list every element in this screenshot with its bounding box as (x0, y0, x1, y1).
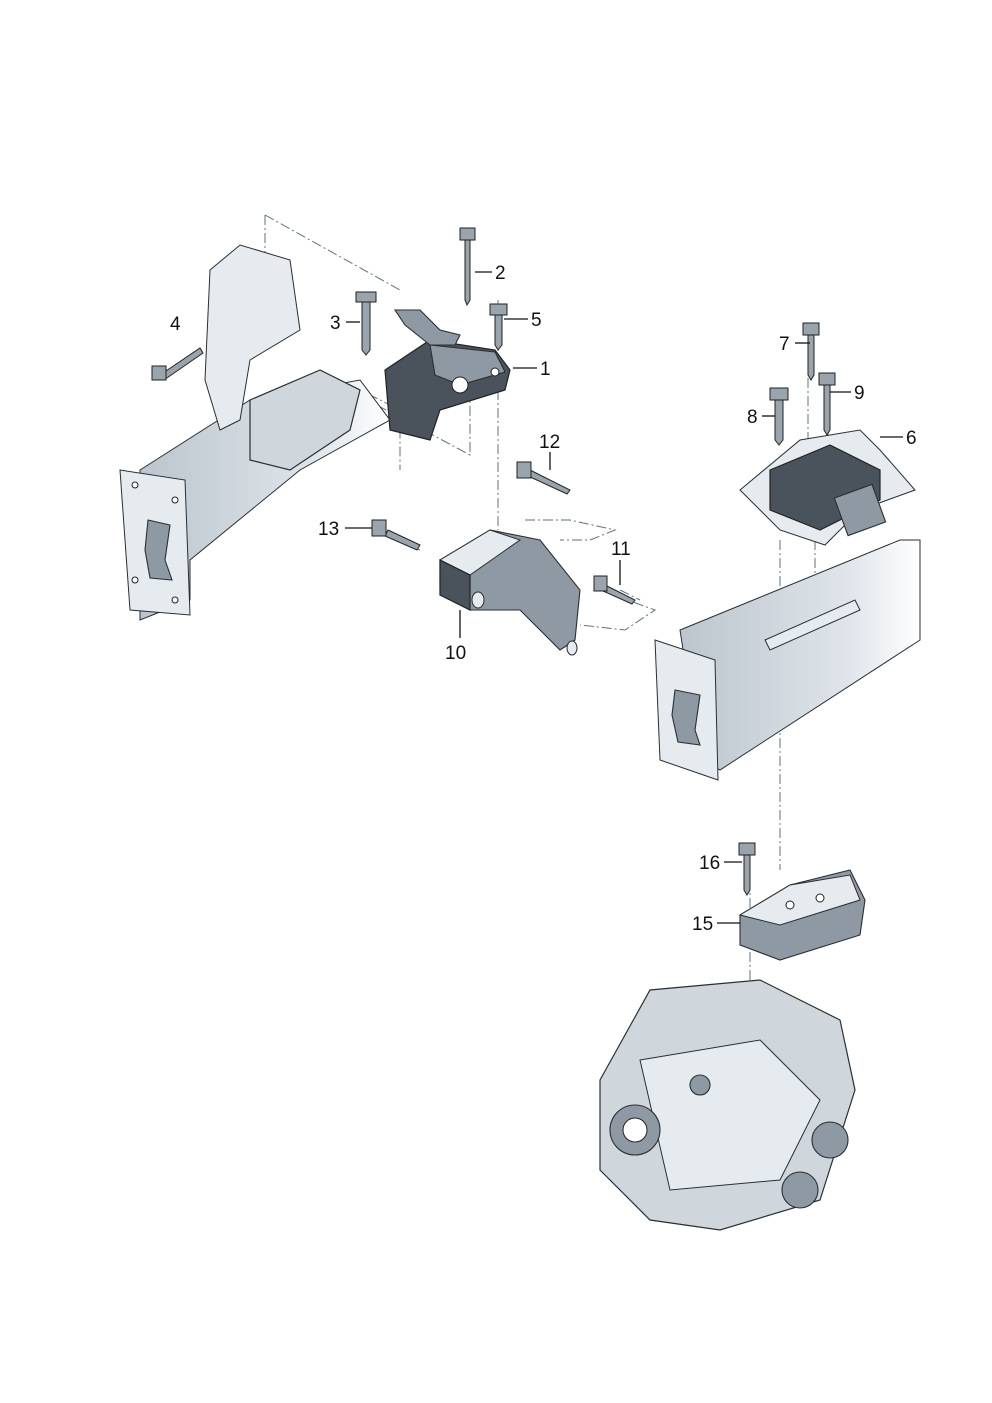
engine-mount-part-1 (384, 309, 511, 441)
bracket-part-15 (738, 869, 866, 961)
left-frame-rail (119, 244, 391, 621)
callout-12: 12 (539, 432, 560, 453)
bolts (151, 227, 836, 896)
callout-2: 2 (495, 263, 506, 284)
callout-5: 5 (531, 310, 542, 331)
callout-10: 10 (445, 643, 466, 664)
callout-4: 4 (170, 314, 181, 335)
callout-7: 7 (779, 334, 790, 355)
callout-15: 15 (692, 914, 713, 935)
right-frame-rail (654, 539, 921, 781)
callout-13: 13 (318, 519, 339, 540)
bracket-part-10 (438, 529, 581, 656)
callout-11: 11 (611, 539, 631, 560)
callout-3: 3 (330, 313, 341, 334)
callout-9: 9 (854, 383, 865, 404)
callout-1: 1 (540, 359, 551, 380)
callout-16: 16 (699, 853, 720, 874)
transmission-mount-part-6 (739, 429, 916, 546)
callout-8: 8 (747, 407, 758, 428)
gearbox (599, 979, 856, 1231)
leader-lines (345, 271, 903, 924)
callout-6: 6 (906, 428, 917, 449)
